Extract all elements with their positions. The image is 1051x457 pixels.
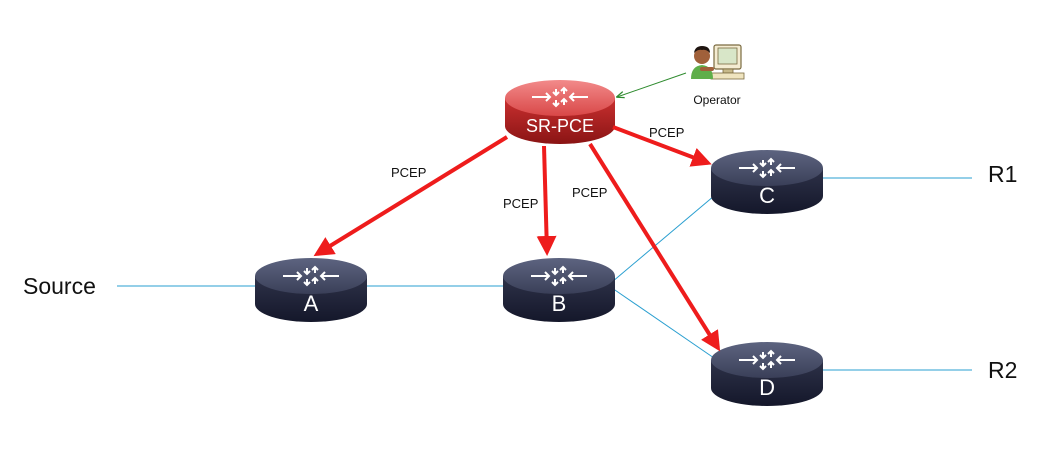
router-b[interactable]: B: [503, 258, 615, 322]
operator-icon: [691, 44, 745, 80]
pcep-label-b: PCEP: [503, 196, 538, 211]
links: [117, 177, 972, 371]
pcep-arrow-to-a: [313, 135, 509, 257]
pcep-label-a: PCEP: [391, 165, 426, 180]
operator-arrow: [617, 72, 687, 97]
operator-label: Operator: [693, 93, 740, 107]
pcep-arrows: [313, 125, 721, 352]
pcep-label-d: PCEP: [572, 185, 607, 200]
pcep-arrow-to-b: [536, 145, 557, 256]
link-b-c: [611, 195, 715, 283]
router-c-label: C: [759, 183, 775, 208]
r2-label: R2: [988, 357, 1017, 383]
pcep-label-c: PCEP: [649, 125, 684, 140]
router-a-label: A: [304, 291, 319, 316]
pcep-arrow-to-d: [588, 142, 721, 352]
r1-label: R1: [988, 161, 1017, 187]
sr-pce-controller[interactable]: SR-PCE: [505, 80, 615, 144]
router-d-label: D: [759, 375, 775, 400]
pcep-arrow-to-c: [612, 125, 712, 167]
link-b-d: [611, 287, 715, 359]
router-d[interactable]: D: [711, 342, 823, 406]
router-b-label: B: [552, 291, 567, 316]
source-label: Source: [23, 273, 96, 299]
sr-pce-label: SR-PCE: [526, 116, 594, 136]
router-a[interactable]: A: [255, 258, 367, 322]
router-c[interactable]: C: [711, 150, 823, 214]
